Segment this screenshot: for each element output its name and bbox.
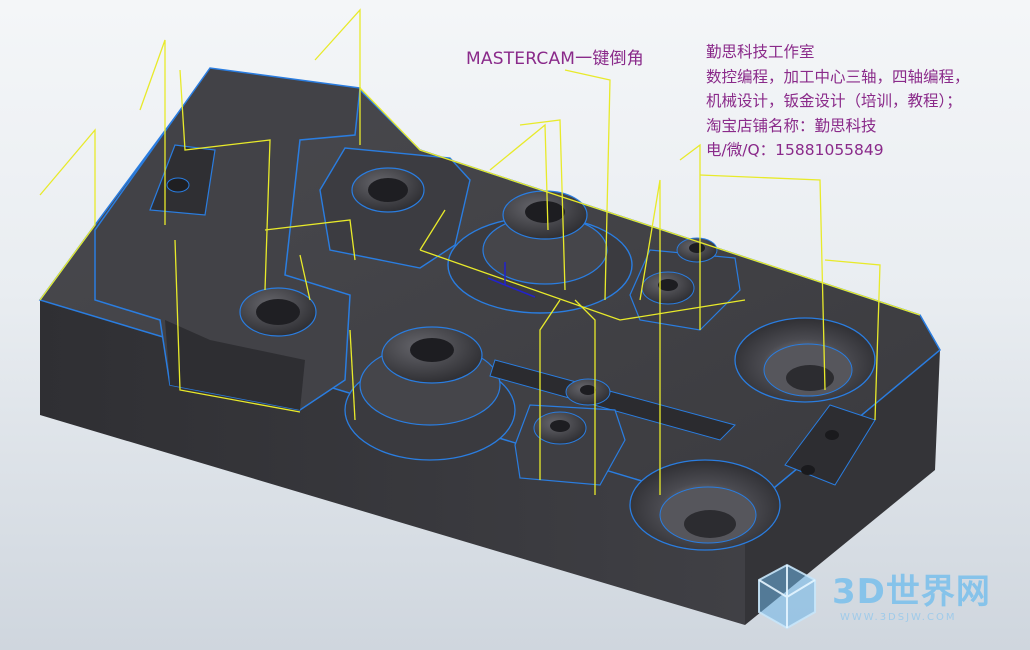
base-right-face	[745, 350, 940, 625]
watermark-url: WWW.3DSJW.COM	[840, 612, 957, 623]
info-line: 数控编程，加工中心三轴，四轴编程，	[706, 67, 970, 86]
cube-logo-icon	[758, 563, 816, 630]
watermark: 3D世界网 WWW.3DSJW.COM	[752, 560, 1012, 638]
studio-info: 勤思科技工作室 数控编程，加工中心三轴，四轴编程， 机械设计，钣金设计（培训，教…	[706, 40, 970, 163]
coordinate-axes-icon	[487, 262, 536, 298]
watermark-brand: 3D世界网	[832, 572, 991, 612]
info-line: 淘宝店铺名称：勤思科技	[706, 116, 877, 135]
groove	[489, 359, 736, 441]
toolpath-lines	[39, 8, 921, 495]
info-line: 电/微/Q：15881055849	[706, 141, 884, 159]
info-line: 机械设计，钣金设计（培训，教程）；	[706, 92, 962, 110]
info-line: 勤思科技工作室	[706, 43, 815, 61]
small-hole-left	[166, 177, 190, 193]
viewport-title: MASTERCAM一键倒角	[466, 49, 644, 69]
